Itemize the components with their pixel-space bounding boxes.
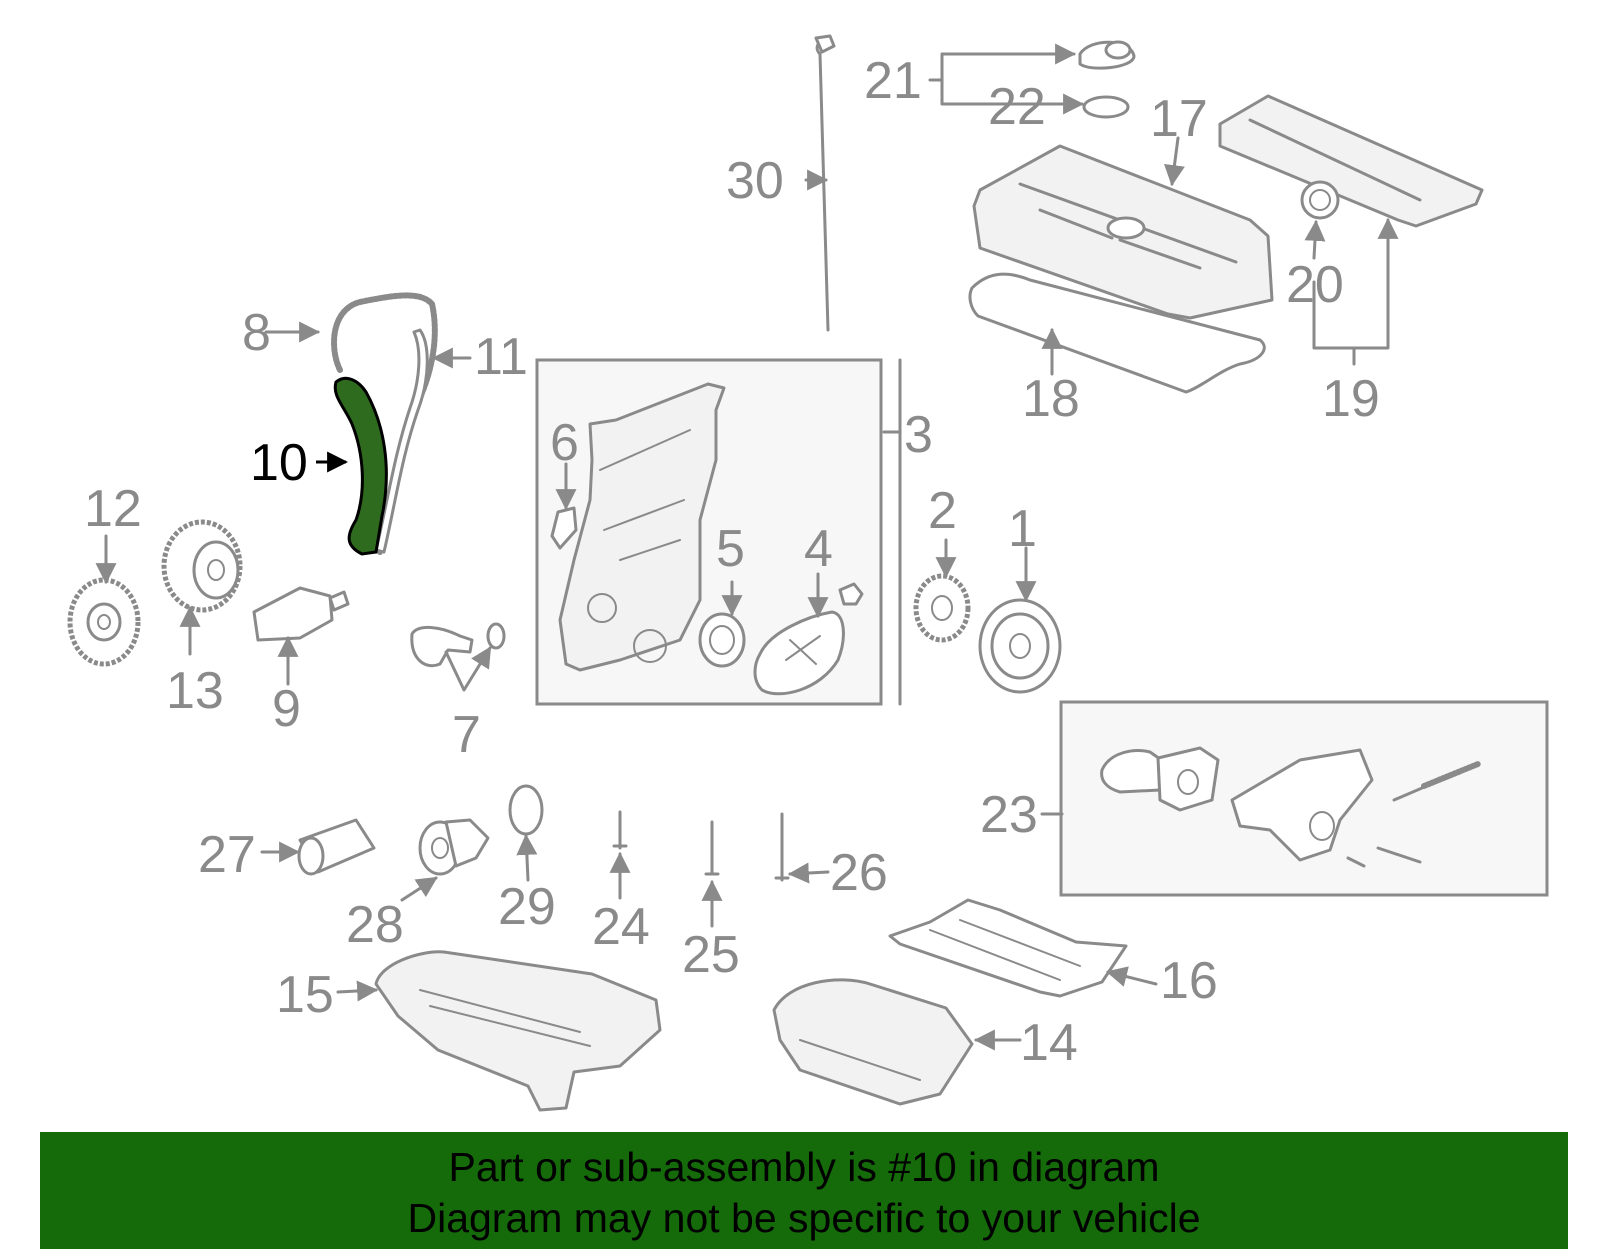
callout-9[interactable]: 9: [272, 680, 301, 738]
oil-filler-cap[interactable]: [1078, 40, 1136, 70]
bolt-26[interactable]: [774, 812, 790, 882]
callout-labels: 1 2 3 4 5 6 7 8 9 10 11 12 13 14 15 16 1…: [84, 52, 1380, 1072]
oil-screen-assembly[interactable]: [410, 622, 506, 667]
crankshaft-pulley[interactable]: [978, 598, 1062, 694]
banner-line-part: Part or sub-assembly is #10 in diagram: [448, 1144, 1160, 1190]
banner-line-disclaimer: Diagram may not be specific to your vehi…: [407, 1195, 1201, 1241]
crankshaft-sprocket-2[interactable]: [913, 573, 971, 643]
callout-4[interactable]: 4: [804, 520, 833, 578]
timing-chain-case[interactable]: [558, 382, 726, 672]
oil-filter[interactable]: [297, 818, 376, 876]
filter-feed-pipe[interactable]: [418, 818, 490, 876]
callout-10[interactable]: 10: [250, 434, 308, 492]
callout-14[interactable]: 14: [1020, 1014, 1078, 1072]
bolt-25[interactable]: [704, 820, 720, 876]
baffle-detail: [929, 919, 1081, 981]
callout-1[interactable]: 1: [1008, 500, 1037, 558]
callout-11[interactable]: 11: [474, 328, 528, 386]
ignition-coil-cover[interactable]: [1218, 94, 1484, 228]
leader-lines: [95, 43, 1399, 1051]
chain-tensioner-9[interactable]: [252, 586, 350, 642]
oil-seal-5[interactable]: [698, 612, 746, 668]
bolt-24[interactable]: [612, 810, 628, 850]
oil-pump-assembly[interactable]: [1100, 746, 1481, 868]
callout-16[interactable]: 16: [1160, 952, 1218, 1010]
callout-12[interactable]: 12: [84, 480, 142, 538]
info-banner: Part or sub-assembly is #10 in diagram D…: [40, 1132, 1568, 1249]
callout-28[interactable]: 28: [346, 896, 404, 954]
o-ring-29[interactable]: [508, 784, 544, 836]
oil-baffle-plate[interactable]: [888, 898, 1128, 998]
callout-3[interactable]: 3: [904, 406, 933, 464]
spark-plug-seal[interactable]: [1300, 180, 1340, 220]
dipstick[interactable]: [814, 34, 836, 332]
callout-2[interactable]: 2: [928, 482, 957, 540]
callout-7[interactable]: 7: [452, 706, 481, 764]
chain-tensioner-arm-highlighted[interactable]: [333, 376, 388, 556]
callout-13[interactable]: 13: [166, 662, 224, 720]
callout-30[interactable]: 30: [726, 152, 784, 210]
callout-15[interactable]: 15: [276, 966, 334, 1024]
callout-27[interactable]: 27: [198, 826, 256, 884]
bolt-4[interactable]: [838, 582, 864, 606]
oil-pump-group-box: [1059, 700, 1549, 897]
callout-5[interactable]: 5: [716, 520, 745, 578]
oil-pan-14[interactable]: [772, 978, 974, 1106]
cylinder-head-cover[interactable]: [972, 144, 1274, 320]
callout-26[interactable]: 26: [830, 844, 888, 902]
crankshaft-sprocket-12[interactable]: [67, 577, 141, 667]
case-cover-4[interactable]: [753, 610, 845, 696]
callout-22[interactable]: 22: [988, 78, 1046, 136]
callout-19[interactable]: 19: [1322, 370, 1380, 428]
callout-24[interactable]: 24: [592, 898, 650, 956]
callout-8[interactable]: 8: [242, 304, 271, 362]
callout-20[interactable]: 20: [1286, 256, 1344, 314]
callout-25[interactable]: 25: [682, 926, 740, 984]
callout-6[interactable]: 6: [550, 414, 579, 472]
cap-o-ring[interactable]: [1082, 95, 1130, 119]
head-cover-gasket[interactable]: [968, 272, 1266, 394]
vtc-actuator[interactable]: [161, 519, 243, 613]
callout-18[interactable]: 18: [1022, 370, 1080, 428]
chain-guide[interactable]: [374, 328, 429, 554]
callout-17[interactable]: 17: [1150, 90, 1208, 148]
callout-23[interactable]: 23: [980, 786, 1038, 844]
callout-21[interactable]: 21: [864, 52, 922, 110]
oil-pan-15[interactable]: [374, 950, 662, 1112]
callout-29[interactable]: 29: [498, 878, 556, 936]
